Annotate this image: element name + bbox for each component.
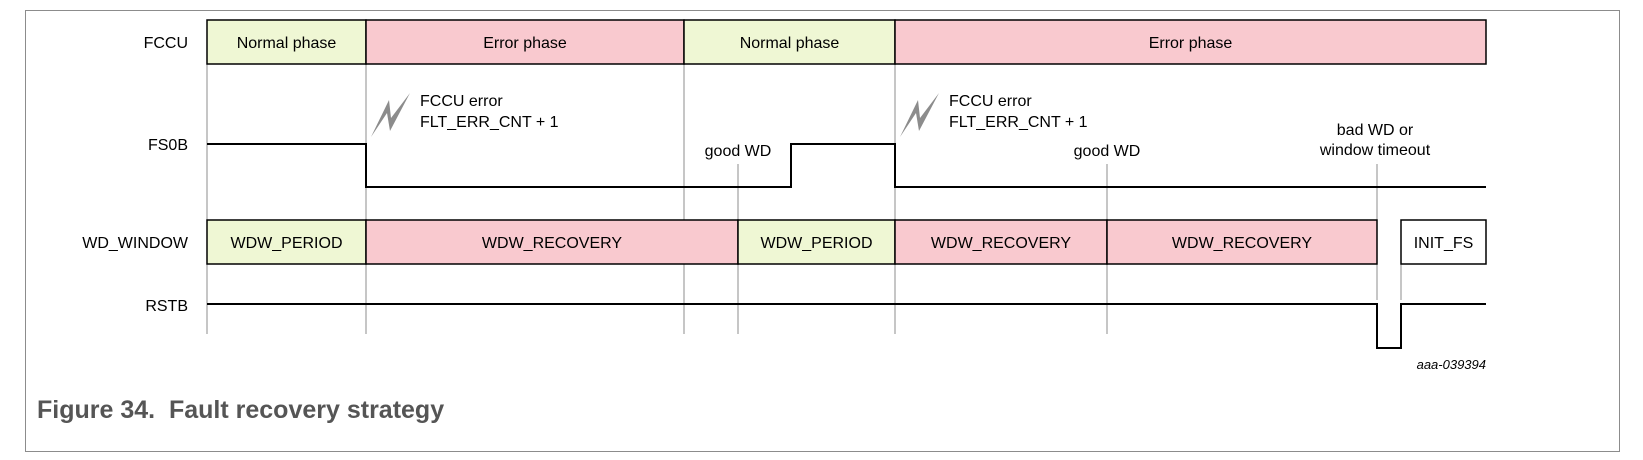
signal-label-fccu: FCCU — [144, 35, 188, 52]
fccu-phase-label: Error phase — [483, 35, 567, 52]
rstb-waveform — [207, 303, 1486, 349]
bad-wd-annotation: bad WD or — [1337, 122, 1414, 139]
good-wd-annotation: good WD — [705, 143, 772, 160]
wd-phase-label: WDW_RECOVERY — [931, 235, 1071, 252]
fccu-phase-label: Error phase — [1149, 35, 1233, 52]
fccu-phase-row: Normal phase Error phase Normal phase Er… — [206, 19, 1487, 65]
fccu-phase-box — [894, 19, 1487, 65]
wd-phase-box — [365, 219, 739, 265]
figure-caption: Figure 34. Fault recovery strategy — [37, 396, 444, 424]
fccu-phase-box — [206, 19, 367, 65]
window-timeout-annotation: window timeout — [1319, 142, 1431, 159]
wd-phase-label: INIT_FS — [1414, 235, 1474, 252]
wd-phase-box — [894, 219, 1108, 265]
fccu-error-annotation: FCCU error — [420, 93, 503, 110]
wd-window-row: WDW_PERIOD WDW_RECOVERY WDW_PERIOD WDW_R… — [206, 219, 1487, 265]
fccu-phase-box — [365, 19, 685, 65]
fault-counter-annotation: FLT_ERR_CNT + 1 — [949, 114, 1088, 131]
fccu-error-annotation: FCCU error — [949, 93, 1032, 110]
wd-phase-label: WDW_RECOVERY — [1172, 235, 1312, 252]
figure-code: aaa-039394 — [1417, 357, 1486, 372]
wd-phase-label: WDW_PERIOD — [231, 235, 343, 252]
guide-lines — [206, 64, 1402, 334]
good-wd-annotation: good WD — [1074, 143, 1141, 160]
signal-label-fs0b: FS0B — [148, 137, 188, 154]
wd-phase-label: WDW_RECOVERY — [482, 235, 622, 252]
lightning-bolt-icon — [371, 93, 410, 137]
signal-label-wd-window: WD_WINDOW — [82, 235, 189, 252]
fault-counter-annotation: FLT_ERR_CNT + 1 — [420, 114, 559, 131]
wd-phase-box — [1400, 219, 1487, 265]
fs0b-waveform — [207, 143, 1486, 188]
fccu-phase-label: Normal phase — [237, 35, 337, 52]
figure-frame — [25, 10, 1620, 452]
wd-phase-box — [1106, 219, 1378, 265]
fccu-phase-label: Normal phase — [740, 35, 840, 52]
signal-label-rstb: RSTB — [145, 298, 188, 315]
wd-phase-label: WDW_PERIOD — [761, 235, 873, 252]
lightning-bolt-icon — [900, 93, 939, 137]
